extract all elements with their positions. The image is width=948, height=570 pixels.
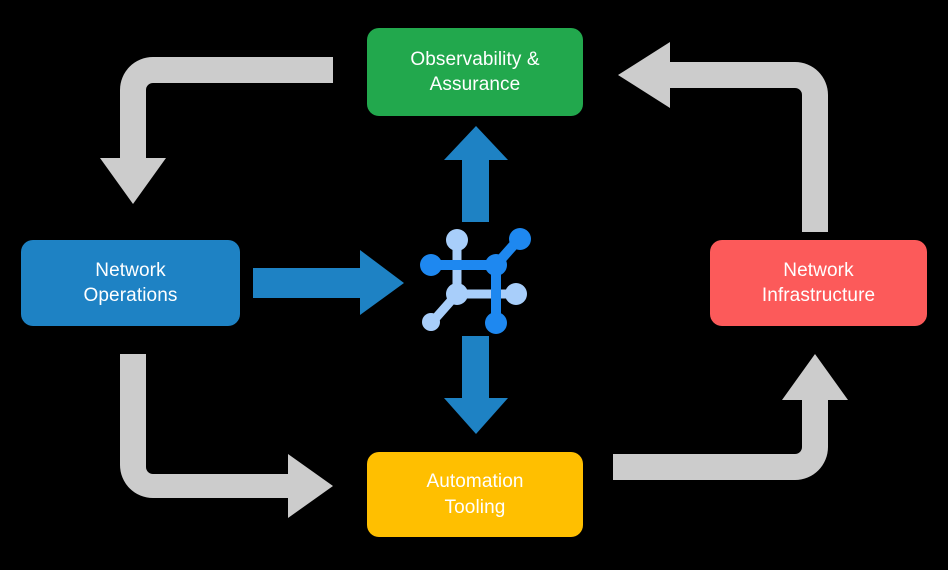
topology-node-dark-top-right xyxy=(509,228,531,250)
topology-node-light-right xyxy=(505,283,527,305)
topology-node-light-top xyxy=(446,229,468,251)
topology-node-light-bottom-left xyxy=(422,313,440,331)
arrow-automation-to-infrastructure xyxy=(613,354,848,480)
topology-node-light-center xyxy=(446,283,468,305)
node-observability-assurance[interactable]: Observability & Assurance xyxy=(367,28,583,116)
arrow-center-to-automation xyxy=(444,336,508,434)
node-network-infrastructure[interactable]: Network Infrastructure xyxy=(710,240,927,326)
node-automation-tooling[interactable]: Automation Tooling xyxy=(367,452,583,537)
topology-node-dark-hub xyxy=(485,254,507,276)
network-topology-icon xyxy=(420,228,531,334)
arrow-center-to-observability xyxy=(444,126,508,222)
arrow-infrastructure-to-observability xyxy=(618,42,828,232)
arrow-operations-to-automation xyxy=(120,354,333,518)
arrow-operations-to-center xyxy=(253,250,404,315)
topology-node-dark-bottom xyxy=(485,312,507,334)
node-network-operations[interactable]: Network Operations xyxy=(21,240,240,326)
topology-node-dark-left xyxy=(420,254,442,276)
arrow-observability-to-operations xyxy=(100,57,333,204)
